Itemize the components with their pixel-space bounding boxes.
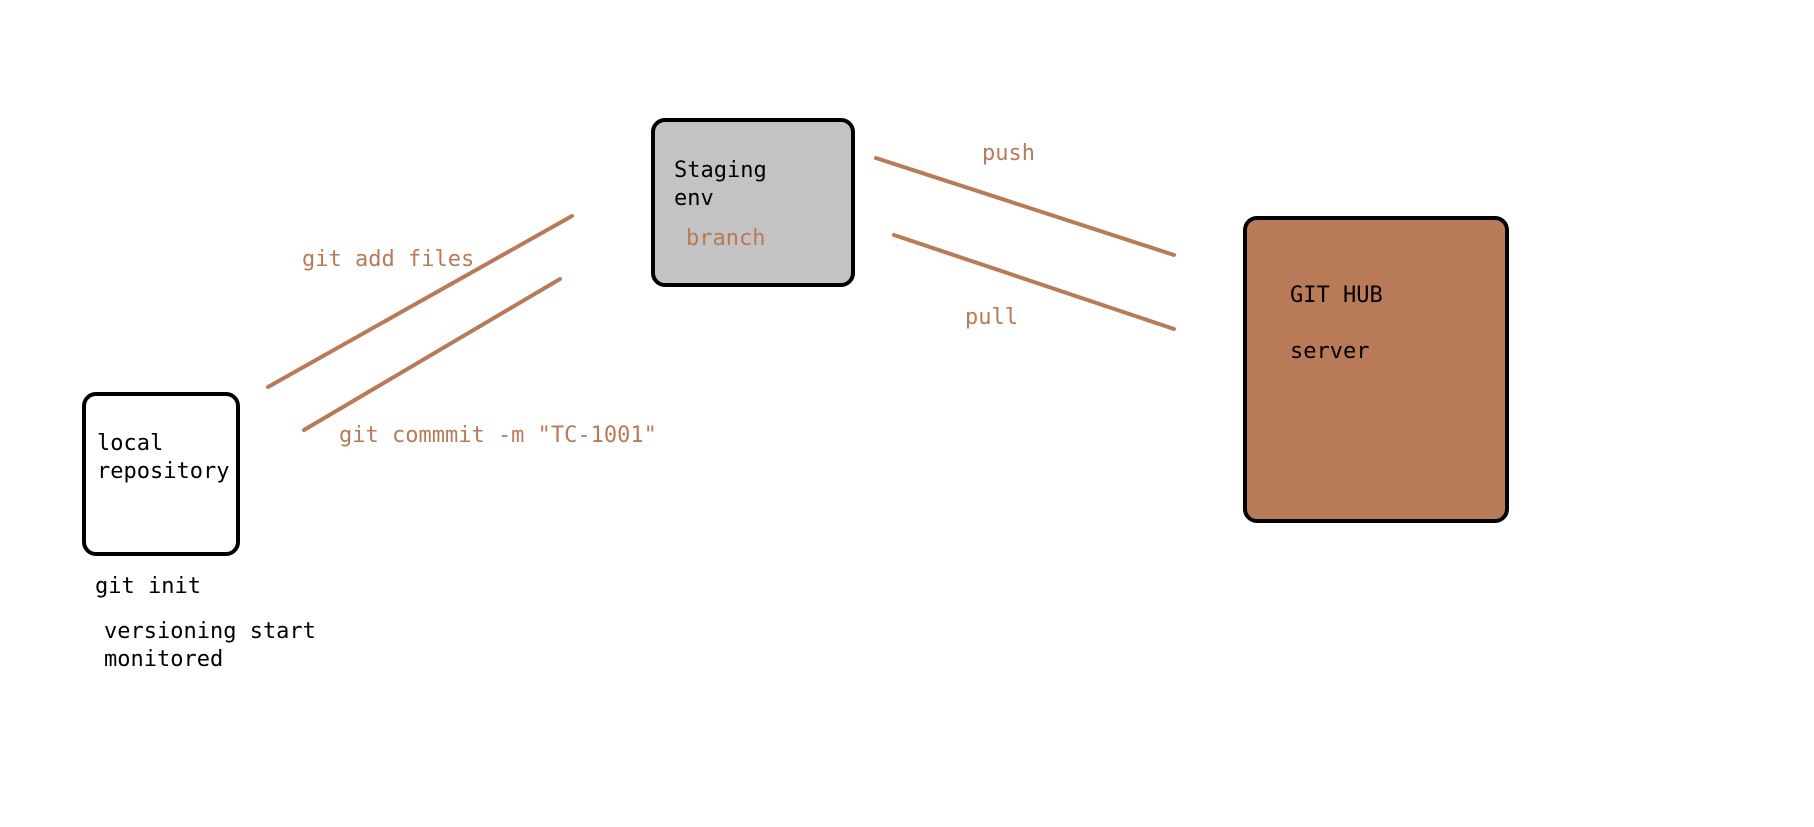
local-repository-label: local repository: [97, 431, 230, 484]
pull-line: [892, 233, 1176, 331]
github-server-box: [1243, 216, 1509, 523]
local-repository-box: [82, 392, 240, 556]
git-add-label: git add files: [302, 247, 475, 272]
staging-env-box: [651, 118, 855, 287]
versioning-note: versioning start monitored: [104, 619, 316, 672]
pull-label: pull: [965, 305, 1018, 330]
github-title: GIT HUB: [1290, 283, 1383, 308]
push-label: push: [982, 141, 1035, 166]
git-add-line: [266, 214, 574, 389]
staging-env-label: Staging env: [674, 158, 767, 211]
push-line: [874, 156, 1176, 257]
git-commit-label: git commmit -m "TC-1001": [339, 423, 657, 448]
git-commit-line: [302, 277, 562, 432]
server-label: server: [1290, 339, 1370, 364]
git-init-caption: git init: [95, 574, 201, 599]
branch-label: branch: [686, 226, 766, 251]
